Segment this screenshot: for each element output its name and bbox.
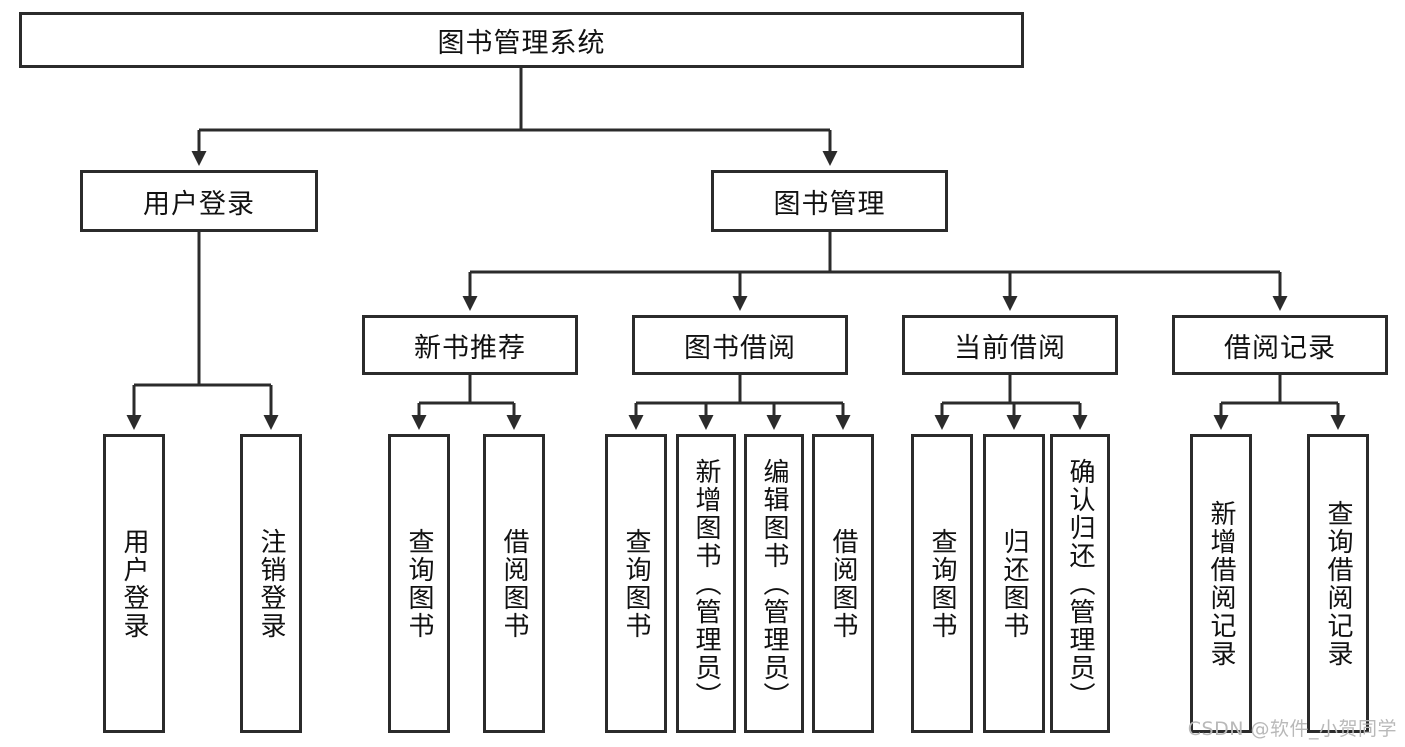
leaf-user-logout[interactable]: 注销登录: [240, 434, 302, 733]
node-user-login[interactable]: 用户登录: [80, 170, 318, 232]
node-book-manage[interactable]: 图书管理: [711, 170, 948, 232]
node-borrow-record[interactable]: 借阅记录: [1172, 315, 1388, 375]
leaf-query-borrow-record[interactable]: 查询借阅记录: [1307, 434, 1369, 733]
leaf-query-book-borrow[interactable]: 查询图书: [605, 434, 667, 733]
leaf-edit-book-admin[interactable]: 编辑图书（管理员）: [744, 434, 804, 733]
leaf-borrow-book-recommend[interactable]: 借阅图书: [483, 434, 545, 733]
watermark-csdn: CSDN @软件_小贺同学: [1187, 718, 1397, 740]
leaf-add-book-admin[interactable]: 新增图书（管理员）: [676, 434, 736, 733]
leaf-query-book-recommend[interactable]: 查询图书: [388, 434, 450, 733]
node-root[interactable]: 图书管理系统: [19, 12, 1024, 68]
leaf-confirm-return-admin[interactable]: 确认归还（管理员）: [1050, 434, 1110, 733]
leaf-borrow-book[interactable]: 借阅图书: [812, 434, 874, 733]
leaf-user-login[interactable]: 用户登录: [103, 434, 165, 733]
node-new-book-recommend[interactable]: 新书推荐: [362, 315, 578, 375]
leaf-add-borrow-record[interactable]: 新增借阅记录: [1190, 434, 1252, 733]
node-current-borrow[interactable]: 当前借阅: [902, 315, 1118, 375]
node-book-borrow[interactable]: 图书借阅: [632, 315, 848, 375]
leaf-return-book[interactable]: 归还图书: [983, 434, 1045, 733]
leaf-query-book-current[interactable]: 查询图书: [911, 434, 973, 733]
